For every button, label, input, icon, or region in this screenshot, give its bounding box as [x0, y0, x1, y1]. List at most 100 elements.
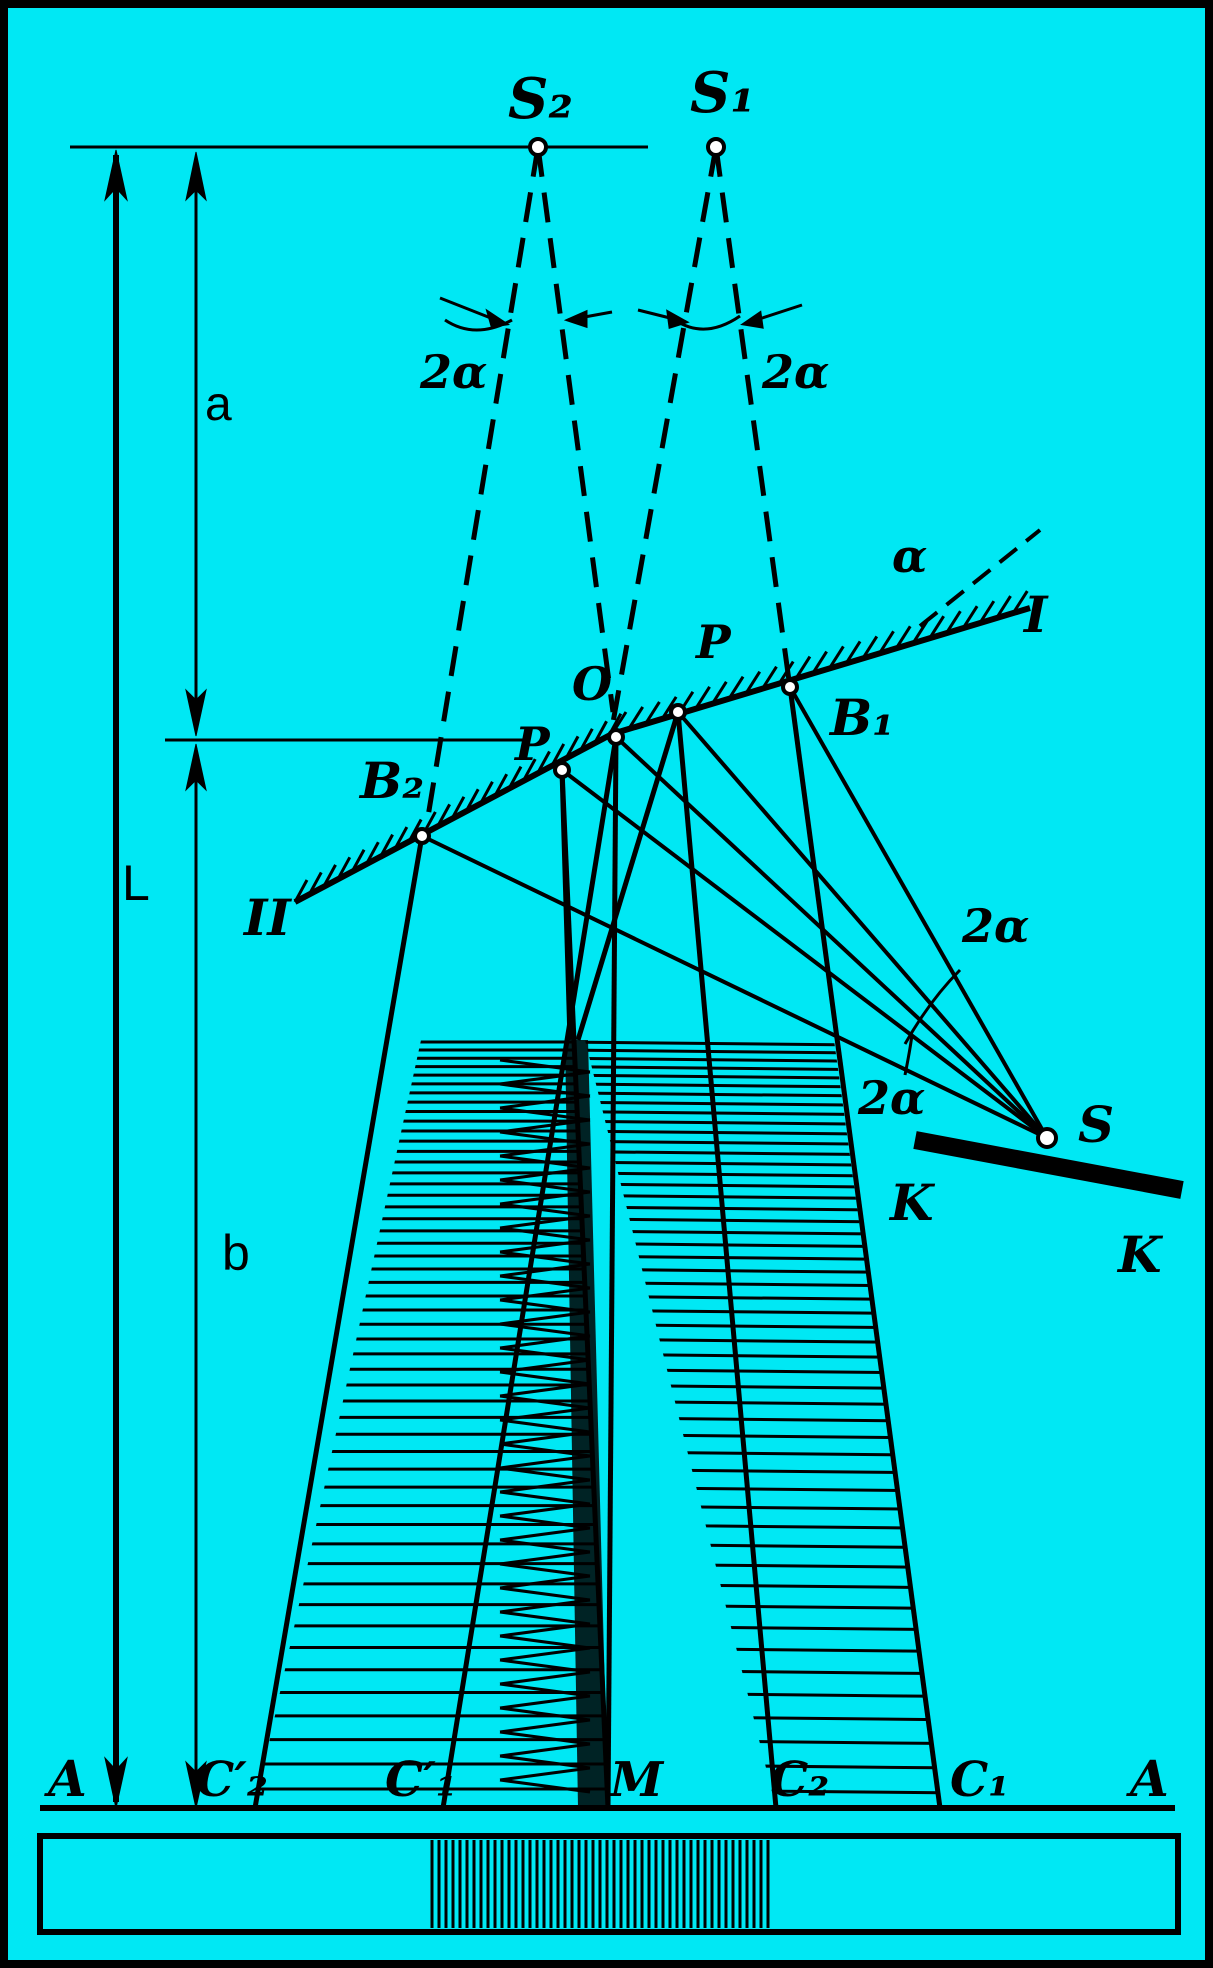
- overlap-zigzag: [499, 1442, 591, 1458]
- overlap-zigzag: [499, 1214, 591, 1230]
- overlap-zigzag: [499, 1670, 591, 1686]
- overlap-zigzag: [499, 1406, 591, 1422]
- label-two-alpha-left: 2α: [419, 345, 487, 399]
- overlap-zigzag: [499, 1190, 591, 1206]
- mirror-hatch-mark: [660, 696, 678, 720]
- mirror-hatch-mark: [828, 645, 845, 670]
- mirror-hatch-mark: [694, 685, 711, 710]
- point-s: [1036, 1127, 1058, 1149]
- overlap-zigzag: [499, 1202, 591, 1218]
- overlap-zigzag: [499, 1586, 591, 1602]
- label-a-right: A: [1126, 1749, 1169, 1808]
- overlap-zigzag: [499, 1694, 591, 1710]
- mirror-hatch-mark: [550, 743, 566, 767]
- label-k-left: K: [888, 1173, 936, 1232]
- mirror-hatch-mark: [493, 773, 509, 797]
- label-alpha: α: [892, 529, 927, 583]
- overlap-zigzag: [499, 1298, 591, 1314]
- overlap-zigzag: [499, 1466, 591, 1482]
- overlap-zigzag: [499, 1070, 591, 1086]
- mirror-hatch-mark: [307, 871, 323, 896]
- label-l: L: [122, 855, 150, 911]
- overlap-zigzag: [499, 1142, 591, 1158]
- overlap-zigzag: [499, 1346, 591, 1362]
- label-a-left: A: [44, 1749, 87, 1808]
- label-c1: C₁: [950, 1752, 1009, 1808]
- point-b1: [781, 678, 799, 696]
- overlap-zigzag: [499, 1358, 591, 1374]
- mirror-hatch-mark: [861, 635, 879, 660]
- overlap-zigzag: [499, 1334, 591, 1350]
- label-b: b: [222, 1225, 250, 1281]
- label-o: O: [572, 657, 612, 711]
- label-c2-prime: C′₂: [196, 1752, 268, 1808]
- label-b2: B₂: [358, 751, 424, 810]
- mirror-hatch-mark: [1012, 590, 1029, 614]
- overlap-zigzag: [499, 1418, 591, 1434]
- label-c2: C₂: [770, 1752, 829, 1808]
- mirror-hatch-mark: [945, 610, 962, 635]
- mirror-hatch-mark: [627, 706, 644, 730]
- overlap-zigzag: [499, 1766, 591, 1782]
- overlap-zigzag: [499, 1682, 591, 1698]
- overlap-zigzag: [499, 1598, 591, 1614]
- mirror-hatch-mark: [507, 765, 523, 790]
- mirror-hatch-mark: [593, 720, 608, 744]
- mirror-hatch-mark: [464, 788, 480, 812]
- overlap-zigzag: [499, 1154, 591, 1170]
- overlap-zigzag: [499, 1106, 591, 1122]
- overlap-zigzag: [499, 1430, 591, 1446]
- point-s2: [528, 137, 548, 157]
- mirror-hatch-mark: [479, 781, 494, 805]
- mirror-hatch-mark: [350, 849, 366, 873]
- dimension-a-arrow: [185, 151, 207, 737]
- label-ii: II: [242, 888, 292, 947]
- overlap-zigzag: [499, 1490, 591, 1506]
- label-a: a: [205, 378, 232, 431]
- overlap-zigzag: [499, 1526, 591, 1542]
- overlap-zigzag: [499, 1718, 591, 1734]
- fringe-pattern-box: [37, 1833, 1181, 1935]
- overlap-zigzag: [499, 1634, 591, 1650]
- overlap-zigzag: [499, 1382, 591, 1398]
- mirror-hatch-mark: [878, 630, 895, 655]
- s-angle-marks: [903, 968, 962, 1076]
- overlap-zigzag: [499, 1286, 591, 1302]
- mirror-hatch-mark: [450, 796, 466, 820]
- mirror-hatch-mark: [379, 833, 394, 858]
- overlap-zigzag: [499, 1550, 591, 1566]
- mirror-hatch-mark: [777, 660, 795, 685]
- label-two-alpha-mid-lower: 2α: [857, 1071, 925, 1125]
- points: [413, 137, 1058, 1149]
- overlap-zigzag: [499, 1118, 591, 1134]
- label-two-alpha-right: 2α: [761, 345, 829, 399]
- point-p-left: [553, 761, 571, 779]
- source-angle-marks: [439, 296, 803, 332]
- mirror-hatch-mark: [911, 620, 929, 645]
- overlap-zigzag: [499, 1478, 591, 1494]
- mirror-hatch-mark: [322, 864, 337, 888]
- overlap-zigzag: [499, 1706, 591, 1722]
- mirror-hatch-mark: [978, 600, 996, 624]
- label-b1: B₁: [828, 688, 894, 747]
- overlap-zigzag: [499, 1778, 591, 1794]
- mirror-hatch-mark: [961, 605, 979, 629]
- overlap-zigzag: [499, 1322, 591, 1338]
- label-m: M: [608, 1752, 665, 1808]
- mirror-i: [610, 528, 1042, 737]
- overlap-zigzag: [499, 1250, 591, 1266]
- dimension-b-arrow: [185, 743, 207, 1809]
- overlap-zigzag: [499, 1082, 591, 1098]
- point-s1: [706, 137, 726, 157]
- mirror-hatch-mark: [536, 750, 551, 775]
- mirror-hatch-mark: [744, 670, 762, 695]
- overlap-zigzag: [499, 1274, 591, 1290]
- mirror-hatch-mark: [578, 728, 594, 752]
- mirror-hatch-mark: [293, 879, 309, 903]
- overlap-zigzag: [499, 1454, 591, 1470]
- overlap-zigzag: [499, 1514, 591, 1530]
- overlap-zigzag: [499, 1058, 591, 1074]
- label-s: S: [1078, 1095, 1114, 1154]
